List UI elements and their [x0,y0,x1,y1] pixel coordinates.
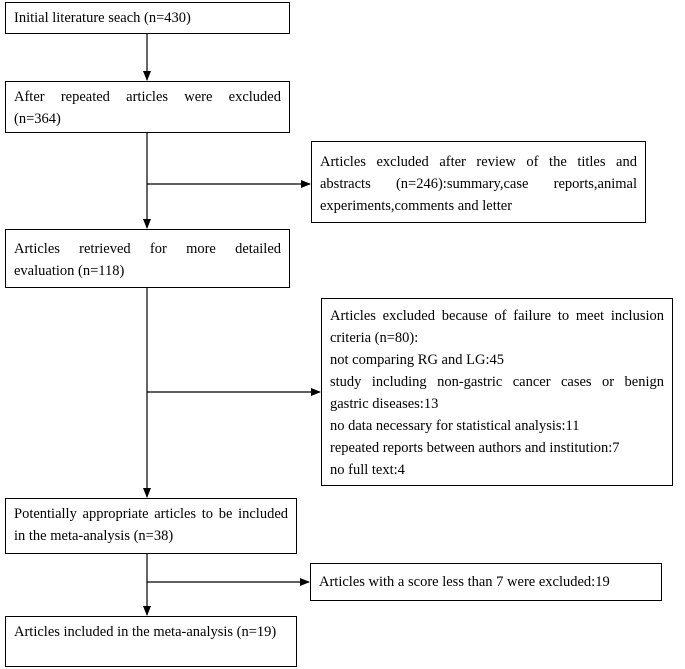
excluded-titles-box: Articles excluded after review of the ti… [311,141,646,223]
criteria-item-non-gastric: study including non-gastric cancer cases… [330,374,664,412]
criteria-item-repeated-reports: repeated reports between authors and ins… [330,440,620,456]
potentially-appropriate-text: Potentially appropriate articles to be i… [14,506,288,544]
retrieved-box: Articles retrieved for more detailed eva… [5,229,290,288]
score-excluded-text: Articles with a score less than 7 were e… [319,574,610,590]
criteria-item-no-full-text: no full text:4 [330,462,405,478]
after-repeated-text: After repeated articles were excluded (n… [14,89,281,127]
excluded-titles-text: Articles excluded after review of the ti… [320,154,637,214]
initial-search-box: Initial literature seach (n=430) [5,2,290,34]
excluded-criteria-heading: Articles excluded because of failure to … [330,308,664,346]
initial-search-text: Initial literature seach (n=430) [14,10,191,26]
score-excluded-box: Articles with a score less than 7 were e… [310,563,662,601]
excluded-criteria-box: Articles excluded because of failure to … [321,298,673,486]
included-text: Articles included in the meta-analysis (… [14,624,277,640]
retrieved-text: Articles retrieved for more detailed eva… [14,241,281,279]
included-box: Articles included in the meta-analysis (… [5,616,297,667]
criteria-item-not-comparing: not comparing RG and LG:45 [330,352,504,368]
potentially-appropriate-box: Potentially appropriate articles to be i… [5,498,297,554]
criteria-item-no-data: no data necessary for statistical analys… [330,418,580,434]
after-repeated-box: After repeated articles were excluded (n… [5,81,290,133]
